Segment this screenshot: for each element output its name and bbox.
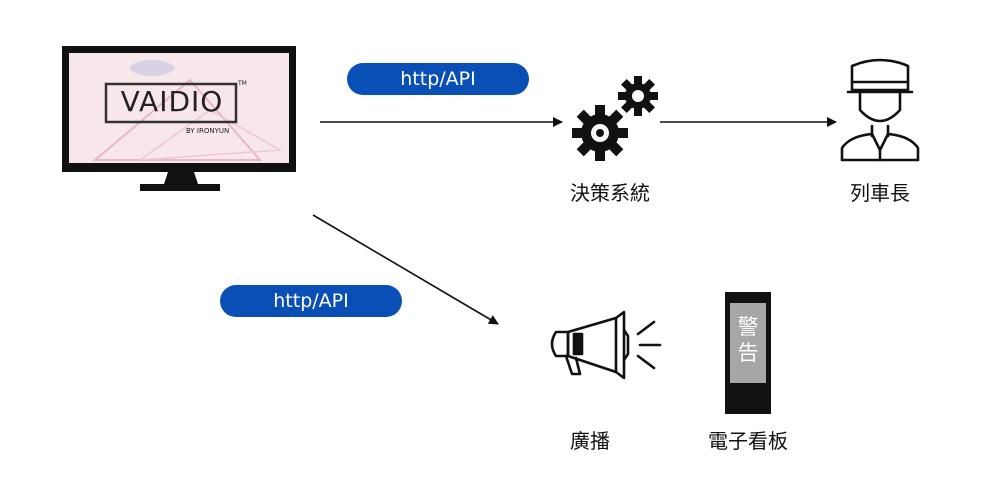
sign-text-line2: 告: [737, 341, 759, 365]
vaidio-logo: VAIDIO: [120, 85, 224, 118]
logo-tagline: BY IRONYUN: [186, 127, 230, 135]
conductor-label: 列車長: [850, 181, 910, 205]
logo-trademark: TM: [238, 80, 247, 87]
http-api-pill-top: http/API: [347, 63, 529, 95]
conductor-icon: [840, 58, 920, 162]
signboard-icon: [725, 292, 771, 414]
arrow-monitor-to-broadcast: [312, 214, 499, 325]
gears-icon: [572, 76, 658, 161]
megaphone-icon: [550, 310, 662, 380]
sign-text-line1: 警: [737, 315, 759, 339]
monitor-icon: [62, 46, 296, 191]
decision-system-label: 決策系統: [570, 181, 650, 205]
broadcast-label: 廣播: [570, 429, 610, 453]
http-api-pill-bottom: http/API: [220, 285, 402, 317]
signboard-label: 電子看板: [708, 429, 788, 453]
